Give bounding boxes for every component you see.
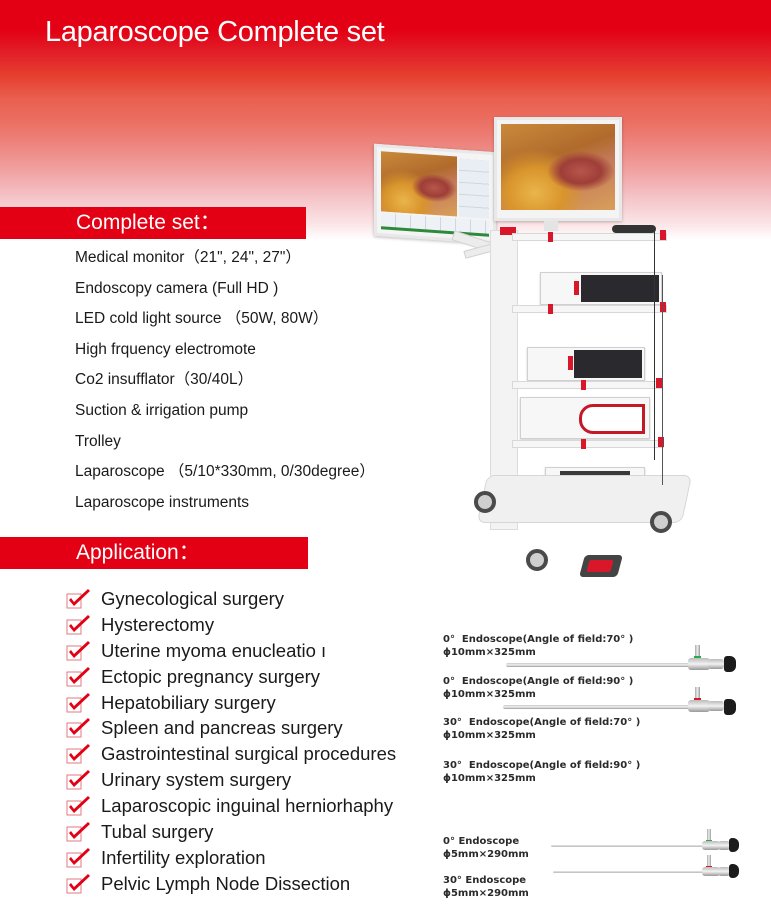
list-item: Co2 insufflator（30/40L） bbox=[75, 371, 254, 389]
red-checkmark-box-icon bbox=[66, 692, 92, 714]
list-item: Hysterectomy bbox=[66, 612, 396, 638]
endoscope-type: 30° Endoscope(Angle of field:90° ) bbox=[443, 760, 641, 771]
list-item: Trolley bbox=[75, 432, 121, 450]
main-monitor bbox=[494, 117, 622, 221]
endoscope-size: ϕ10mm×325mm bbox=[443, 730, 536, 741]
list-item-label: Hysterectomy bbox=[101, 613, 215, 635]
camera-control-unit bbox=[540, 272, 662, 305]
shelf bbox=[512, 233, 667, 241]
shelf bbox=[512, 381, 662, 389]
camera-head bbox=[612, 225, 656, 233]
endoscope-type: 0° Endoscope bbox=[443, 836, 520, 847]
list-item-label: Tubal surgery bbox=[101, 820, 214, 842]
list-item: Infertility exploration bbox=[66, 845, 396, 871]
red-checkmark-box-icon bbox=[66, 588, 92, 610]
red-checkmark-box-icon bbox=[66, 640, 92, 662]
list-item: Laparoscopic inguinal herniorhaphy bbox=[66, 793, 396, 819]
red-checkmark-box-icon bbox=[66, 795, 92, 817]
endoscope-spec: 30° Endoscope(Angle of field:70° ) ϕ10mm×… bbox=[443, 716, 640, 742]
endoscope-type: 30° Endoscope(Angle of field:70° ) bbox=[443, 717, 641, 728]
endoscope-spec: 30° Endoscope ϕ5mm×290mm bbox=[443, 874, 529, 900]
monitor-screen bbox=[381, 151, 457, 217]
insufflator-unit bbox=[520, 397, 650, 439]
list-item: Ectopic pregnancy surgery bbox=[66, 664, 396, 690]
application-heading: Application： bbox=[0, 537, 308, 569]
endoscope-type: 0° Endoscope(Angle of field:90° ) bbox=[443, 676, 634, 687]
list-item: Tubal surgery bbox=[66, 819, 396, 845]
endoscope-size: ϕ10mm×325mm bbox=[443, 647, 536, 658]
list-item-label: Infertility exploration bbox=[101, 846, 266, 868]
list-item: Uterine myoma enucleatio ı bbox=[66, 638, 396, 664]
red-checkmark-box-icon bbox=[66, 873, 92, 895]
cable bbox=[654, 230, 655, 460]
shelf bbox=[512, 305, 667, 313]
shelf bbox=[512, 440, 664, 448]
list-item: Gastrointestinal surgical procedures bbox=[66, 741, 396, 767]
list-item: High frquency electromote bbox=[75, 340, 256, 358]
monitor-screen bbox=[501, 124, 615, 210]
red-corner bbox=[500, 227, 516, 235]
complete-set-heading: Complete set： bbox=[0, 207, 306, 239]
list-item: Suction & irrigation pump bbox=[75, 401, 249, 419]
list-item-label: Pelvic Lymph Node Dissection bbox=[101, 872, 351, 894]
endoscope-type: 0° Endoscope(Angle of field:70° ) bbox=[443, 634, 634, 645]
complete-set-list: Medical monitor（21", 24", 27"） Endoscopy… bbox=[75, 243, 375, 518]
list-item-label: Spleen and pancreas surgery bbox=[101, 717, 343, 739]
side-monitor bbox=[374, 143, 496, 245]
wheel bbox=[650, 511, 672, 533]
list-item: LED cold light source （50W, 80W） bbox=[75, 310, 329, 328]
red-checkmark-box-icon bbox=[66, 821, 92, 843]
list-item-label: Laparoscopic inguinal herniorhaphy bbox=[101, 795, 394, 817]
red-checkmark-box-icon bbox=[66, 666, 92, 688]
application-list: Gynecological surgery Hysterectomy Uteri… bbox=[66, 586, 396, 897]
endoscope-spec: 0° Endoscope(Angle of field:90° ) ϕ10mm×3… bbox=[443, 675, 633, 701]
list-item: Spleen and pancreas surgery bbox=[66, 715, 396, 741]
monitor-thumbnails bbox=[459, 158, 489, 219]
red-checkmark-box-icon bbox=[66, 769, 92, 791]
list-item: Hepatobiliary surgery bbox=[66, 690, 396, 716]
endoscope-size: ϕ5mm×290mm bbox=[443, 849, 529, 860]
endoscope-size: ϕ10mm×325mm bbox=[443, 689, 536, 700]
list-item-label: Gastrointestinal surgical procedures bbox=[101, 743, 397, 765]
list-item: Pelvic Lymph Node Dissection bbox=[66, 871, 396, 897]
red-checkmark-box-icon bbox=[66, 614, 92, 636]
list-item: Laparoscope instruments bbox=[75, 493, 250, 511]
red-checkmark-box-icon bbox=[66, 743, 92, 765]
list-item: Endoscopy camera (Full HD ) bbox=[75, 279, 279, 297]
list-item-label: Urinary system surgery bbox=[101, 769, 292, 791]
endoscope-size: ϕ10mm×325mm bbox=[443, 773, 536, 784]
wheel bbox=[526, 549, 548, 571]
list-item-label: Gynecological surgery bbox=[101, 587, 285, 609]
cable bbox=[662, 275, 663, 485]
red-checkmark-box-icon bbox=[66, 717, 92, 739]
list-item: Laparoscope （5/10*330mm, 0/30degree） bbox=[75, 463, 375, 481]
page-title: Laparoscope Complete set bbox=[45, 16, 385, 48]
endoscope-spec: 0° Endoscope(Angle of field:70° ) ϕ10mm×3… bbox=[443, 633, 633, 659]
wheel bbox=[474, 491, 496, 513]
list-item-label: Hepatobiliary surgery bbox=[101, 691, 276, 713]
list-item-label: Uterine myoma enucleatio ı bbox=[101, 639, 327, 661]
product-image-trolley bbox=[372, 115, 693, 580]
light-source-unit bbox=[527, 347, 645, 381]
endoscope-spec: 0° Endoscope ϕ5mm×290mm bbox=[443, 835, 529, 861]
list-item: Medical monitor（21", 24", 27"） bbox=[75, 249, 301, 266]
endoscope-spec: 30° Endoscope(Angle of field:90° ) ϕ10mm×… bbox=[443, 759, 640, 785]
foot-pedal bbox=[579, 555, 623, 577]
endoscope-size: ϕ5mm×290mm bbox=[443, 888, 529, 899]
list-item-label: Ectopic pregnancy surgery bbox=[101, 665, 321, 687]
list-item: Urinary system surgery bbox=[66, 767, 396, 793]
red-checkmark-box-icon bbox=[66, 847, 92, 869]
list-item: Gynecological surgery bbox=[66, 586, 396, 612]
monitor-stand bbox=[544, 221, 558, 231]
endoscope-type: 30° Endoscope bbox=[443, 875, 527, 886]
